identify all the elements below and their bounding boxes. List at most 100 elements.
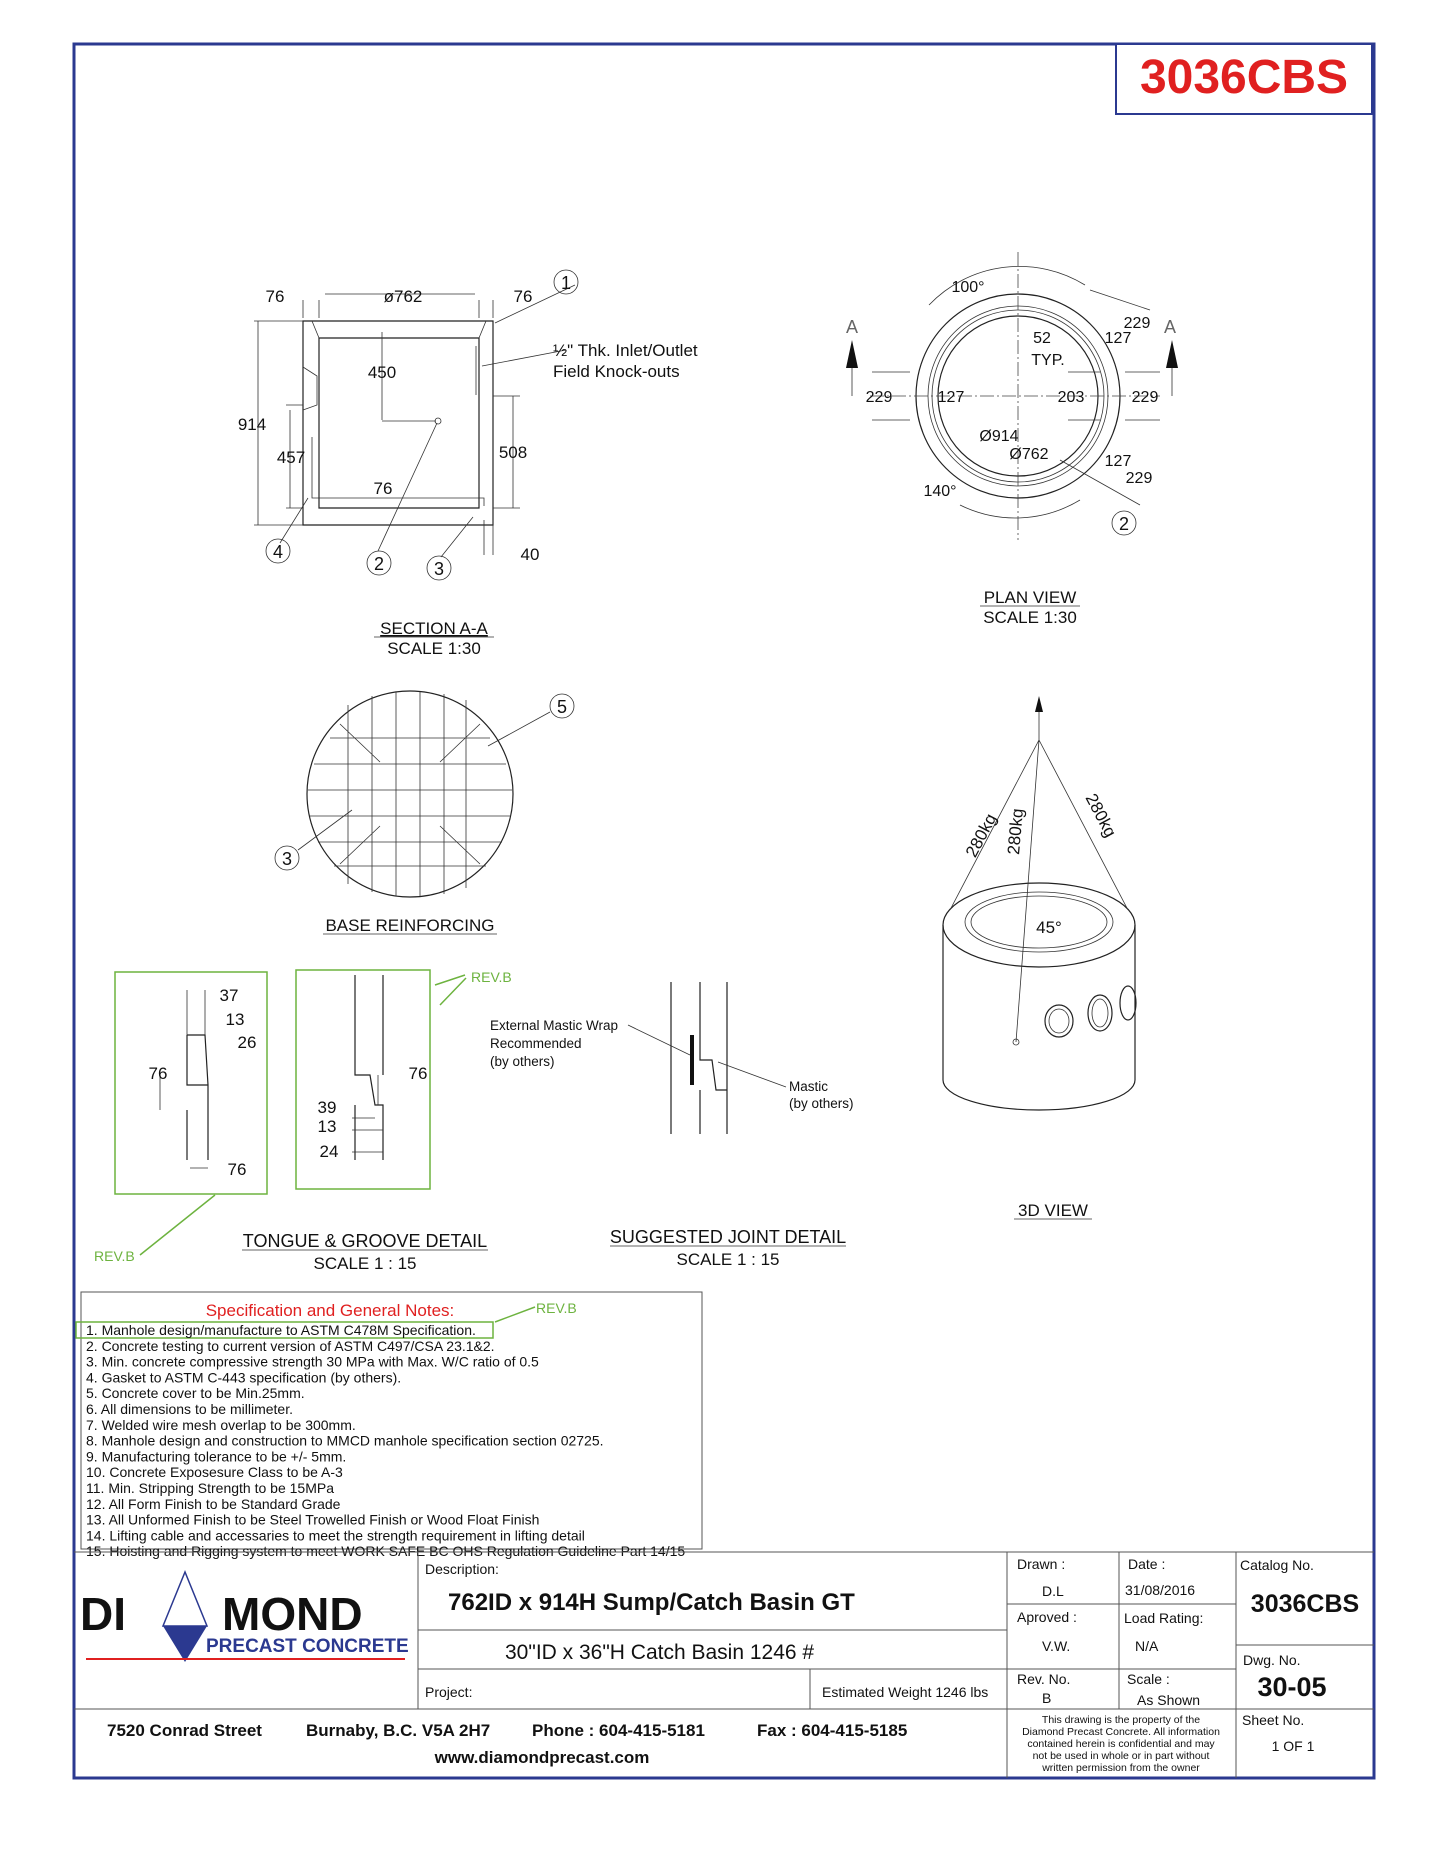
- website: www.diamondprecast.com: [434, 1748, 650, 1767]
- phone: Phone : 604-415-5181: [532, 1721, 705, 1740]
- svg-text:4: 4: [273, 542, 283, 562]
- note-item: 11. Min. Stripping Strength to be 15MPa: [86, 1480, 334, 1496]
- title-block: DI MOND PRECAST CONCRETE Description: 76…: [74, 1551, 1374, 1778]
- load-rating-label: Load Rating:: [1124, 1610, 1203, 1626]
- dim-label: Ø762: [1009, 446, 1048, 463]
- plan-view: A A 100° 52 TYP. 229 127 229 127 203 229…: [846, 252, 1178, 627]
- note-item: 9. Manufacturing tolerance to be +/- 5mm…: [86, 1448, 346, 1464]
- load-rating-value: N/A: [1135, 1638, 1159, 1654]
- catalog-value: 3036CBS: [1251, 1590, 1359, 1618]
- note-item: 1. Manhole design/manufacture to ASTM C4…: [86, 1322, 476, 1338]
- view-title: SECTION A-A: [380, 619, 488, 638]
- mastic-note: Mastic: [789, 1079, 828, 1094]
- dim-label: 229: [1124, 315, 1151, 332]
- view-title: TONGUE & GROOVE DETAIL: [243, 1231, 487, 1251]
- note-item: 10. Concrete Exposesure Class to be A-3: [86, 1464, 343, 1480]
- estimated-weight: Estimated Weight 1246 lbs: [822, 1684, 988, 1700]
- callout-5: 5: [549, 693, 575, 719]
- catalog-badge: 3036CBS: [1115, 43, 1373, 115]
- section-marker-left: A: [846, 317, 858, 337]
- disclaimer-line: This drawing is the property of the: [1042, 1714, 1200, 1726]
- view-scale: SCALE 1:30: [387, 639, 481, 658]
- external-mastic-note: (by others): [490, 1054, 555, 1069]
- external-mastic-note: Recommended: [490, 1036, 582, 1051]
- callout-2: 2: [366, 550, 392, 576]
- svg-text:1: 1: [561, 273, 571, 293]
- view-scale: SCALE 1 : 15: [313, 1254, 416, 1273]
- 3d-view: 280kg 280kg 280kg 45° 3D VIEW: [942, 696, 1137, 1220]
- rev-label: REV.B: [94, 1248, 135, 1264]
- dim-label: 508: [499, 443, 527, 462]
- city: Burnaby, B.C. V5A 2H7: [306, 1721, 490, 1740]
- joint-detail: External Mastic Wrap Recommended (by oth…: [490, 982, 854, 1269]
- dim-label: 127: [938, 389, 965, 406]
- rev-no-value: B: [1042, 1690, 1051, 1706]
- svg-text:5: 5: [557, 697, 567, 717]
- approved-value: V.W.: [1042, 1638, 1070, 1654]
- dim-label: 52: [1033, 330, 1051, 347]
- dim-label: 76: [228, 1160, 247, 1179]
- date-value: 31/08/2016: [1125, 1582, 1195, 1598]
- mastic-note: (by others): [789, 1096, 854, 1111]
- svg-text:3: 3: [434, 559, 444, 579]
- dim-label: 457: [277, 448, 305, 467]
- view-title: BASE REINFORCING: [325, 916, 494, 935]
- note-item: 15. Hoisting and Rigging system to meet …: [86, 1543, 685, 1559]
- dim-label: 37: [220, 986, 239, 1005]
- dim-label: Ø914: [979, 428, 1018, 445]
- subtitle: 30"ID x 36"H Catch Basin 1246 #: [505, 1641, 814, 1664]
- approved-label: Aproved :: [1017, 1609, 1077, 1625]
- dim-label: 39: [318, 1098, 337, 1117]
- note-item: 6. All dimensions to be millimeter.: [86, 1401, 293, 1417]
- dim-label: 76: [374, 479, 393, 498]
- notes-title: Specification and General Notes:: [206, 1301, 455, 1320]
- general-notes: Specification and General Notes: REV.B 1…: [75, 1291, 703, 1559]
- disclaimer-line: contained herein is confidential and may: [1027, 1738, 1215, 1750]
- rev-no-label: Rev. No.: [1017, 1671, 1070, 1687]
- dim-label: 26: [238, 1033, 257, 1052]
- note-item: 14. Lifting cable and accessaries to mee…: [86, 1527, 585, 1543]
- date-label: Date :: [1128, 1556, 1165, 1572]
- scale-label: Scale :: [1127, 1671, 1170, 1687]
- badge-code: 3036CBS: [1140, 51, 1348, 104]
- dim-label: 127: [1105, 453, 1132, 470]
- dim-label: 40: [521, 545, 540, 564]
- sheet-label: Sheet No.: [1242, 1712, 1304, 1728]
- dim-label: 229: [1126, 470, 1153, 487]
- section-aa-view: 76 ø762 76 914 457 450 508 76 40 1 2 3 4…: [238, 269, 698, 658]
- disclaimer-line: not be used in whole or in part without: [1033, 1750, 1210, 1762]
- section-marker-right: A: [1164, 317, 1176, 337]
- external-mastic-note: External Mastic Wrap: [490, 1018, 618, 1033]
- dim-label: 140°: [923, 483, 956, 500]
- base-reinforcing-view: 5 3 BASE REINFORCING: [274, 690, 575, 935]
- catalog-label: Catalog No.: [1240, 1557, 1314, 1573]
- svg-text:2: 2: [1119, 514, 1129, 534]
- view-scale: SCALE 1 : 15: [676, 1250, 779, 1269]
- callout-2: 2: [1111, 510, 1137, 536]
- load-label: 280kg: [962, 811, 1001, 861]
- dim-label: 76: [149, 1064, 168, 1083]
- dim-label: 450: [368, 363, 396, 382]
- knockout-note: Field Knock-outs: [553, 362, 680, 381]
- sheet-border: [72, 42, 1376, 1780]
- disclaimer: This drawing is the property of theDiamo…: [1022, 1714, 1220, 1774]
- company-logo: DI MOND PRECAST CONCRETE: [80, 1570, 409, 1662]
- note-item: 4. Gasket to ASTM C-443 specification (b…: [86, 1369, 401, 1385]
- view-title: PLAN VIEW: [984, 588, 1077, 607]
- dim-label: 13: [226, 1010, 245, 1029]
- dim-label: 914: [238, 415, 266, 434]
- drawn-label: Drawn :: [1017, 1556, 1065, 1572]
- sheet-value: 1 OF 1: [1272, 1738, 1315, 1754]
- svg-text:MOND: MOND: [222, 1588, 363, 1640]
- dim-label: 76: [514, 287, 533, 306]
- note-item: 12. All Form Finish to be Standard Grade: [86, 1496, 341, 1512]
- disclaimer-line: Diamond Precast Concrete. All informatio…: [1022, 1726, 1220, 1738]
- project-label: Project:: [425, 1684, 472, 1700]
- dim-label: 24: [320, 1142, 339, 1161]
- address: 7520 Conrad Street: [107, 1721, 262, 1740]
- rev-label: REV.B: [471, 969, 512, 985]
- note-item: 8. Manhole design and construction to MM…: [86, 1433, 604, 1449]
- svg-text:DI: DI: [80, 1588, 126, 1640]
- disclaimer-line: written permission from the owner: [1041, 1762, 1200, 1774]
